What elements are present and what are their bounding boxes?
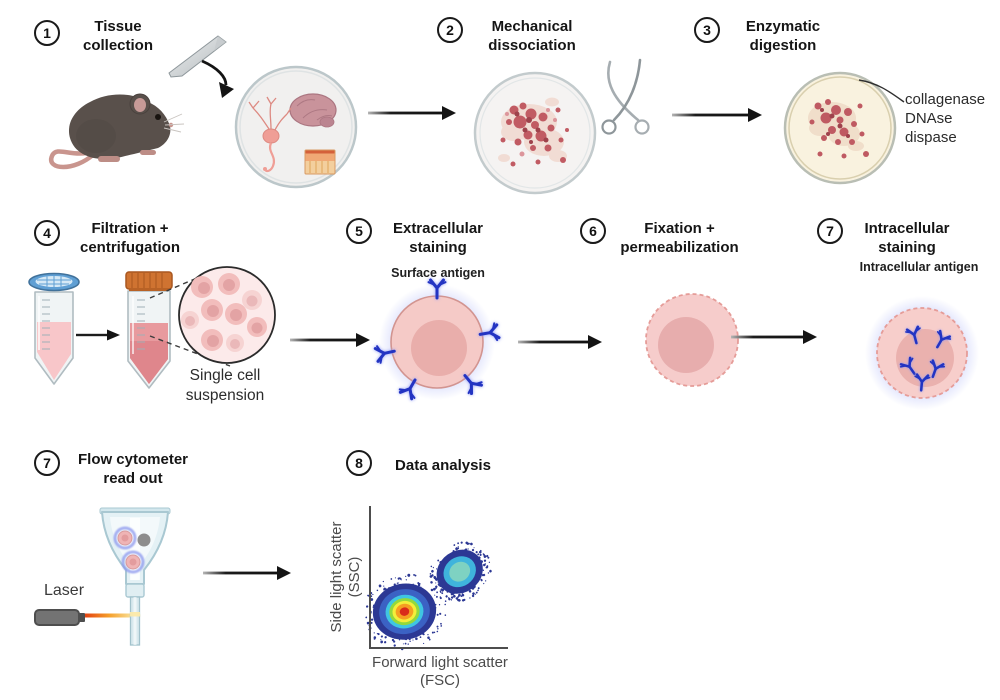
step-2-badge: 2 — [437, 17, 463, 43]
step-4-title: Filtration + centrifugation — [70, 219, 190, 257]
flow-arrow-5-6 — [518, 334, 602, 350]
step-5-badge: 5 — [346, 218, 372, 244]
step-7-badge: 7 — [817, 218, 843, 244]
flow-arrow-1-2 — [368, 105, 456, 121]
step-4-badge: 4 — [34, 220, 60, 246]
petri-dish-tissue-icon — [233, 64, 359, 190]
y-axis-label-wrap: Side light scatter (SSC) — [325, 505, 369, 650]
petri-dish-dissociated-icon — [472, 70, 598, 196]
step-8-badge: 8 — [346, 450, 372, 476]
forceps-icon — [594, 56, 666, 142]
step-8-title: Data analysis — [388, 456, 498, 475]
mouse-icon — [12, 62, 182, 174]
single-cell-caption: Single cell suspension — [168, 366, 282, 406]
flow-arrow-6-7 — [731, 329, 817, 345]
enzyme-list: collagenase DNAse dispase — [905, 90, 985, 147]
step-3-badge: 3 — [694, 17, 720, 43]
scatter-populations — [359, 532, 503, 656]
flow-arrow-4-5 — [290, 332, 370, 348]
intracellular-stained-cell-icon — [862, 292, 982, 414]
step-7b-badge: 7 — [34, 450, 60, 476]
fixed-cell-icon — [640, 288, 744, 392]
step-1-title: Tissue collection — [70, 17, 166, 55]
step-7-title: Intracellular staining — [852, 219, 962, 257]
step-6-title: Fixation + permeabilization — [612, 219, 747, 257]
y-axis-label: Side light scatter (SSC) — [328, 505, 364, 650]
brain-icon — [290, 94, 336, 127]
flow-cell-icon — [90, 500, 190, 650]
flow-arrow-2-3 — [672, 107, 762, 123]
stained-cell-icon — [372, 272, 502, 408]
flow-arrow-7-8 — [203, 565, 291, 581]
step-1-badge: 1 — [34, 20, 60, 46]
laser-label: Laser — [44, 581, 84, 600]
step-6-badge: 6 — [580, 218, 606, 244]
step-3-title: Enzymatic digestion — [733, 17, 833, 55]
enzyme-leader-line — [856, 76, 908, 106]
single-cell-zoom-icon — [172, 262, 282, 372]
skin-block-icon — [305, 150, 335, 174]
step-7b-title: Flow cytometer read out — [72, 450, 194, 488]
x-axis-label: Forward light scatter (FSC) — [358, 654, 522, 690]
intracellular-antigen-label: Intracellular antigen — [845, 260, 993, 275]
step-5-title: Extracellular staining — [383, 219, 493, 257]
step-2-title: Mechanical dissociation — [477, 17, 587, 55]
laser-icon — [33, 602, 87, 628]
flow-arrow-tubes — [76, 327, 120, 343]
